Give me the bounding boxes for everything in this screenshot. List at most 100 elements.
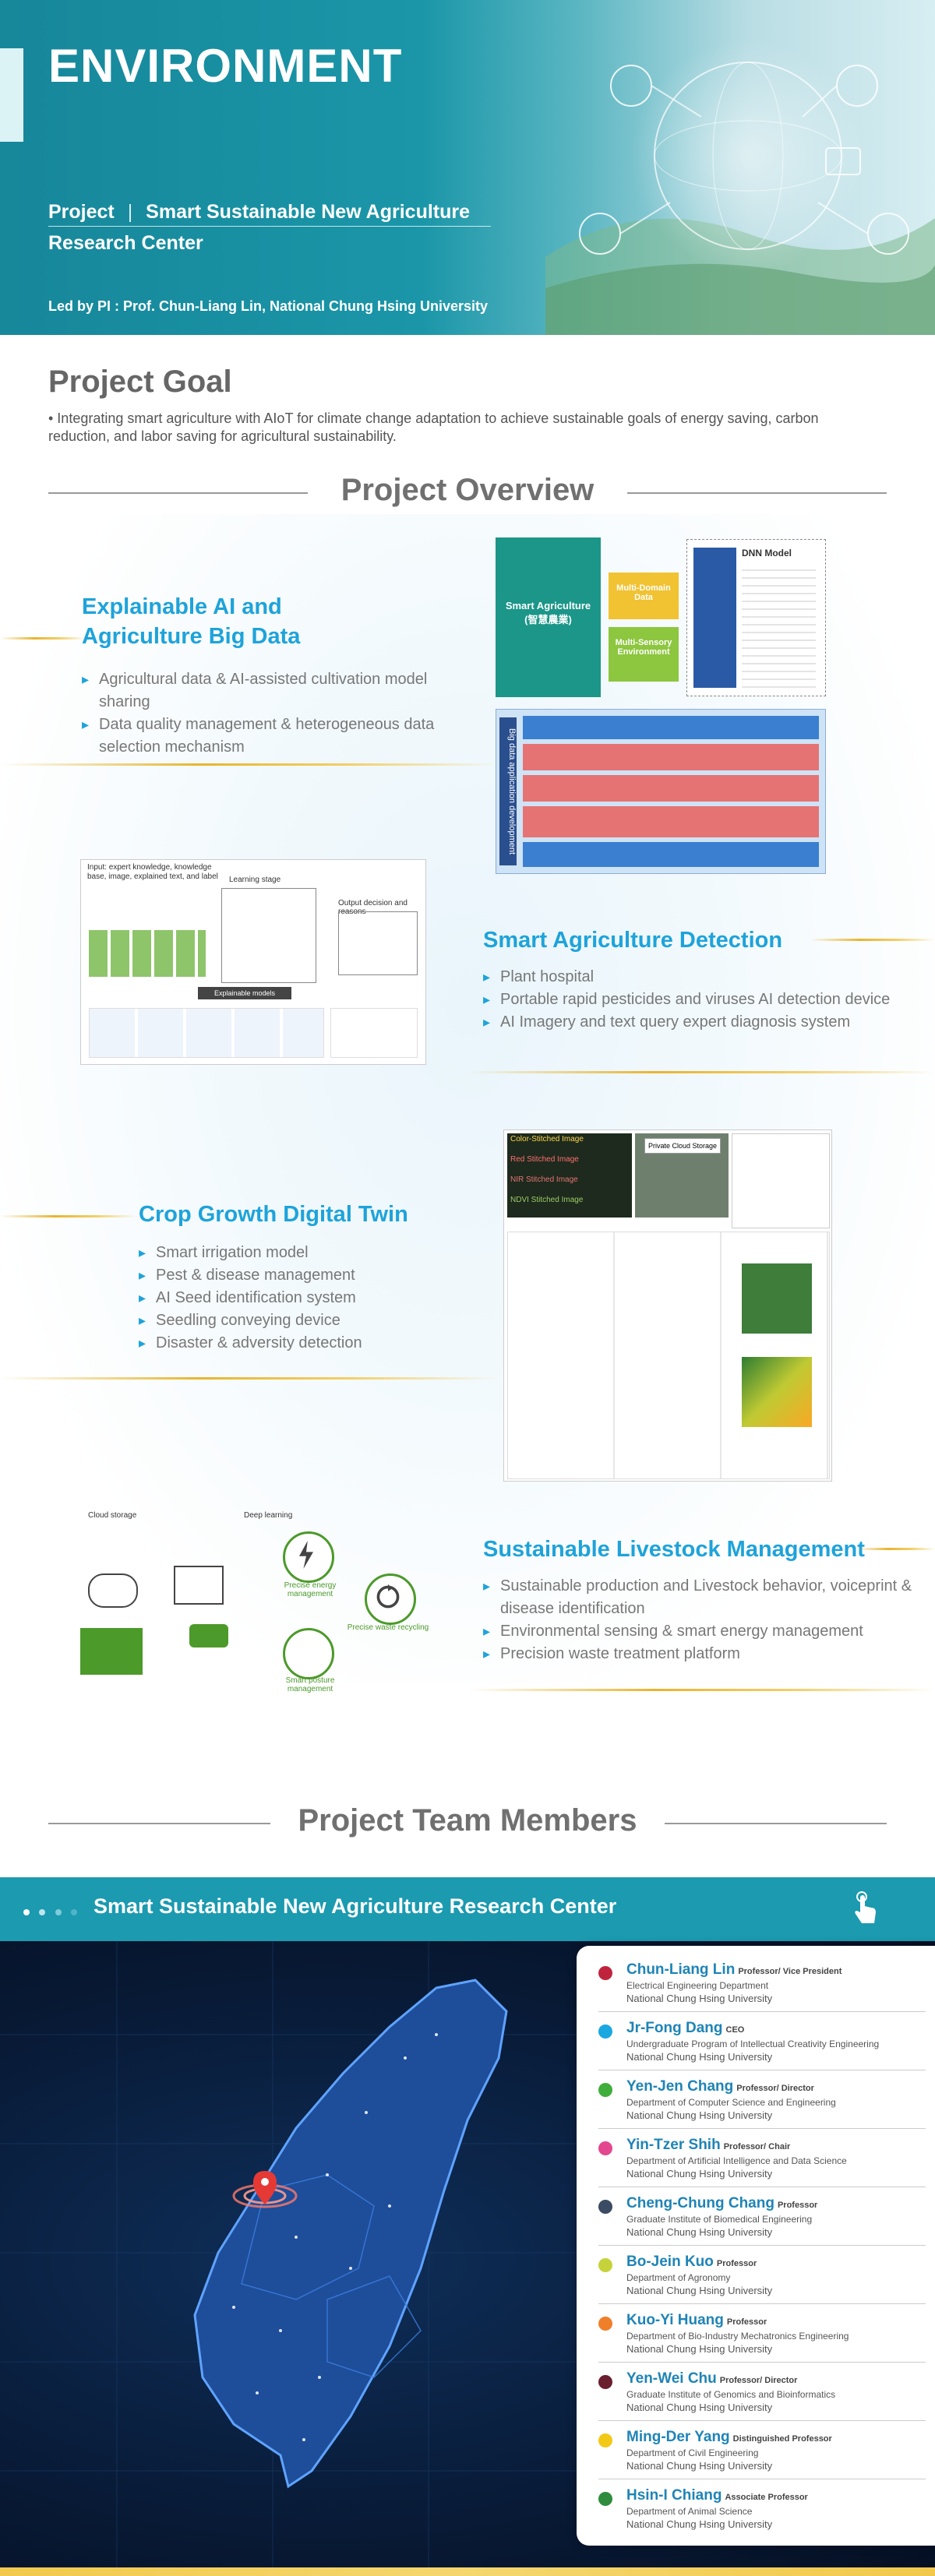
member-dept: Department of Computer Science and Engin… <box>626 2097 836 2108</box>
gold-line <box>857 1548 935 1550</box>
list-item: Plant hospital <box>483 966 904 988</box>
member-name: Ming-Der Yang <box>626 2429 730 2445</box>
hand-pointer-icon[interactable] <box>848 1889 882 1928</box>
list-item: AI Seed identification system <box>139 1287 466 1309</box>
member-dept: Graduate Institute of Genomics and Bioin… <box>626 2389 836 2400</box>
gold-line <box>0 763 499 766</box>
figure-explainable-ai-flow: Input: expert knowledge, knowledge base,… <box>80 859 426 1065</box>
taiwan-map-svg <box>0 1941 935 2576</box>
member-dot <box>598 2025 612 2039</box>
feature-list-livestock: Sustainable production and Livestock beh… <box>483 1575 919 1665</box>
hero-globe-illustration <box>545 39 935 335</box>
member-title: Associate Professor <box>725 2493 808 2502</box>
member-separator <box>598 2128 926 2129</box>
member-dept: Department of Civil Engineering <box>626 2447 759 2458</box>
member-name: Bo-Jein Kuo <box>626 2254 714 2270</box>
fig1-dnn-area: DNN Model <box>686 539 826 696</box>
overview-line-left <box>48 492 308 494</box>
gold-line <box>468 1689 935 1691</box>
member-dot <box>598 1966 612 1980</box>
member-separator <box>598 2011 926 2012</box>
member-univ: National Chung Hsing University <box>626 2460 773 2472</box>
lightning-icon <box>283 1531 334 1583</box>
overview-title: Project Overview <box>340 473 595 507</box>
fig1-layer <box>523 842 819 867</box>
member-title: CEO <box>725 2025 745 2035</box>
list-item: Environmental sensing & smart energy man… <box>483 1620 919 1643</box>
member-name: Yen-Wei Chu <box>626 2370 717 2387</box>
fig4-waste-label: Precise waste recycling <box>347 1623 429 1632</box>
barn-icon <box>80 1628 143 1675</box>
member-title: Distinguished Professor <box>732 2434 832 2444</box>
footer-gold-strip <box>0 2567 935 2576</box>
fig2-charts <box>89 1008 324 1058</box>
fig2-input-label: Input: expert knowledge, knowledge base,… <box>87 863 218 881</box>
feature-title-explainable-ai: Explainable AI and Agriculture Big Data <box>82 592 425 651</box>
member-separator <box>598 2362 926 2363</box>
feature-title-line: Explainable AI and <box>82 594 282 619</box>
member-title: Professor/ Vice President <box>738 1967 842 1976</box>
member-dot <box>598 2492 612 2506</box>
recycle-icon-svg <box>376 1584 400 1609</box>
fig1-main-label-cn: (智慧農業) <box>524 614 572 625</box>
cow-icon <box>189 1624 228 1647</box>
feature-list-detection: Plant hospital Portable rapid pesticides… <box>483 966 904 1034</box>
member-dept: Graduate Institute of Biomedical Enginee… <box>626 2214 813 2225</box>
member-dot <box>598 2083 612 2097</box>
feature-list-digital-twin: Smart irrigation model Pest & disease ma… <box>139 1242 466 1355</box>
member-separator <box>598 2303 926 2304</box>
overview-line-right <box>627 492 887 494</box>
pi-text: Led by PI : Prof. Chun-Liang Lin, Nation… <box>48 298 489 314</box>
member-title: Professor <box>726 2317 767 2327</box>
fig1-box2: Multi-Sensory Environment <box>609 627 679 682</box>
member-univ: National Chung Hsing University <box>626 2051 773 2063</box>
team-header-bar <box>0 1877 935 1941</box>
member-dot <box>598 2258 612 2272</box>
member-name: Jr-Fong Dang <box>626 2020 723 2036</box>
list-item: AI Imagery and text query expert diagnos… <box>483 1011 904 1034</box>
member-dept: Department of Animal Science <box>626 2506 753 2517</box>
member-name: Yin-Tzer Shih <box>626 2137 721 2153</box>
member-separator <box>598 2245 926 2246</box>
fig3-label: NDVI Stitched Image <box>510 1196 584 1204</box>
fig4-posture-label: Smart posture management <box>285 1676 335 1693</box>
fig3-analysis-panel <box>732 1133 830 1228</box>
list-item: Pest & disease management <box>139 1264 466 1287</box>
list-item: Data quality management & heterogeneous … <box>82 714 440 759</box>
member-dept: Electrical Engineering Department <box>626 1980 769 1991</box>
fig1-layer <box>523 775 819 802</box>
member-separator <box>598 2420 926 2421</box>
member-dept: Undergraduate Program of Intellectual Cr… <box>626 2039 880 2049</box>
member-univ: National Chung Hsing University <box>626 2518 773 2530</box>
fig1-dnn-column <box>693 548 736 688</box>
member-name: Chun-Liang Lin <box>626 1961 736 1978</box>
list-item: Smart irrigation model <box>139 1242 466 1264</box>
monitor-icon <box>174 1566 224 1605</box>
posture-icon <box>283 1628 334 1679</box>
gold-line <box>0 1215 136 1218</box>
hero-banner: ENVIRONMENT Project | Smart Sustainable … <box>0 0 935 335</box>
fig2-learning-label: Learning stage <box>229 876 281 884</box>
goal-title: Project Goal <box>48 365 232 399</box>
hero-divider <box>48 226 491 227</box>
dot <box>55 1909 62 1915</box>
feature-list-explainable-ai: Agricultural data & AI-assisted cultivat… <box>82 668 440 759</box>
fig3-stitched-images: Color-Stitched Image Red Stitched Image … <box>507 1133 632 1218</box>
fig1-side-label: Big data application development <box>499 717 517 865</box>
dot <box>71 1909 78 1915</box>
figure-livestock: Cloud storage Deep learning Precise ener… <box>80 1457 429 1693</box>
list-item: Portable rapid pesticides and viruses AI… <box>483 988 904 1011</box>
member-title: Professor/ Director <box>736 2084 814 2093</box>
hero-accent-bar <box>0 48 23 142</box>
fig1-layer <box>523 744 819 770</box>
member-univ: National Chung Hsing University <box>626 1993 773 2004</box>
list-item: Sustainable production and Livestock beh… <box>483 1575 919 1620</box>
member-title: Professor/ Chair <box>723 2142 791 2151</box>
figure-digital-twin: Color-Stitched Image Red Stitched Image … <box>503 1129 832 1482</box>
